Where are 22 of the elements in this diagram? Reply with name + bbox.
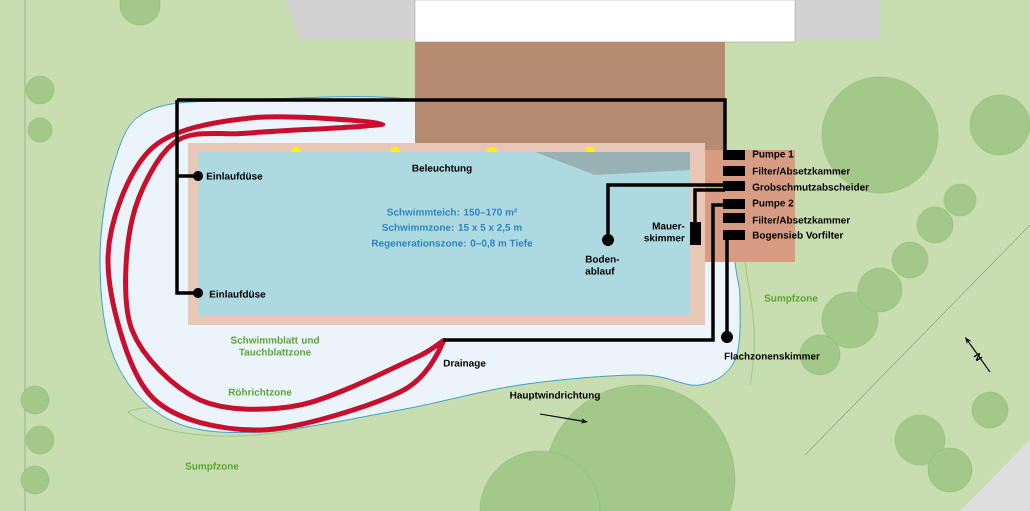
- equipment-label: Bogensieb Vorfilter: [752, 231, 844, 241]
- pond-info-text: Schwimmzone: 15 x 5 x 2,5 m: [382, 223, 522, 233]
- equipment-label: Pumpe 2: [752, 199, 794, 209]
- zone-label: Röhrichtzone: [228, 388, 292, 396]
- nozzle-label: Einlaufdüse: [206, 172, 263, 180]
- zone-label: Schwimmblatt und Tauchblattzone: [230, 336, 319, 356]
- equipment-label: Filter/Absetzkammer: [752, 216, 851, 224]
- drainage-label: Drainage: [443, 359, 486, 369]
- drain-label: Boden- ablauf: [585, 255, 620, 275]
- lighting-label: Beleuchtung: [412, 164, 472, 174]
- pond-info-text: Regenerationszone: 0–0,8 m Tiefe: [372, 239, 533, 249]
- skimmer-label: Mauer- skimmer: [644, 222, 685, 242]
- north-label: N: [973, 352, 983, 362]
- pond-info-text: Schwimmteich: 150–170 m²: [387, 208, 518, 216]
- zone-label: Sumpfzone: [185, 462, 239, 472]
- equipment-label: Pumpe 1: [752, 150, 794, 160]
- skimmer-label: Flachzonenskimmer: [724, 352, 820, 360]
- equipment-label: Grobschmutzabscheider: [752, 183, 869, 191]
- nozzle-label: Einlaufdüse: [209, 290, 266, 298]
- wind-label: Hauptwindrichtung: [510, 391, 600, 401]
- zone-label: Sumpfzone: [764, 294, 818, 304]
- equipment-label: Filter/Absetzkammer: [752, 167, 851, 175]
